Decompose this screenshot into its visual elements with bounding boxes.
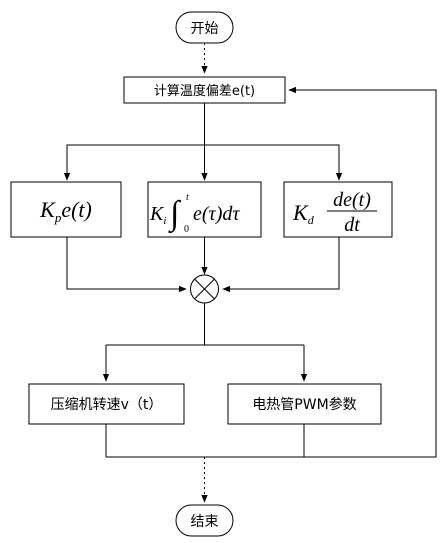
end-terminal: 结束 [175, 504, 234, 537]
branch-line [66, 144, 340, 180]
start-label: 开始 [191, 21, 219, 37]
compressor-label: 压缩机转速v（t） [51, 397, 163, 413]
integral-upper-limit: t [186, 192, 189, 203]
heater-label: 电热管PWM参数 [252, 396, 356, 413]
compute-error-box: 计算温度偏差e(t) [123, 76, 286, 104]
heater-box: 电热管PWM参数 [227, 383, 382, 425]
derivative-numerator: de(t) [333, 189, 371, 211]
compute-error-label: 计算温度偏差e(t) [154, 83, 255, 99]
integral-box: Ki ∫ t 0 e(τ)dτ [147, 181, 262, 238]
connector-proportional-sum [66, 237, 187, 293]
integral-expression: e(τ)dτ [193, 203, 240, 225]
proportional-box: Kpe(t) [10, 181, 122, 238]
derivative-gain: Kd [292, 200, 315, 227]
summing-junction [190, 274, 219, 304]
integral-sign: ∫ [168, 195, 182, 234]
proportional-formula: Kpe(t) [39, 197, 92, 225]
integral-gain: Ki [149, 203, 166, 227]
feedback-loop [106, 86, 437, 458]
derivative-box: Kd de(t) dt [283, 181, 393, 238]
end-label: 结束 [191, 514, 219, 530]
derivative-denominator: dt [344, 214, 360, 236]
integral-lower-limit: 0 [184, 224, 189, 235]
compressor-box: 压缩机转速v（t） [28, 383, 185, 425]
connector-derivative-sum [222, 237, 340, 293]
start-terminal: 开始 [175, 11, 234, 44]
